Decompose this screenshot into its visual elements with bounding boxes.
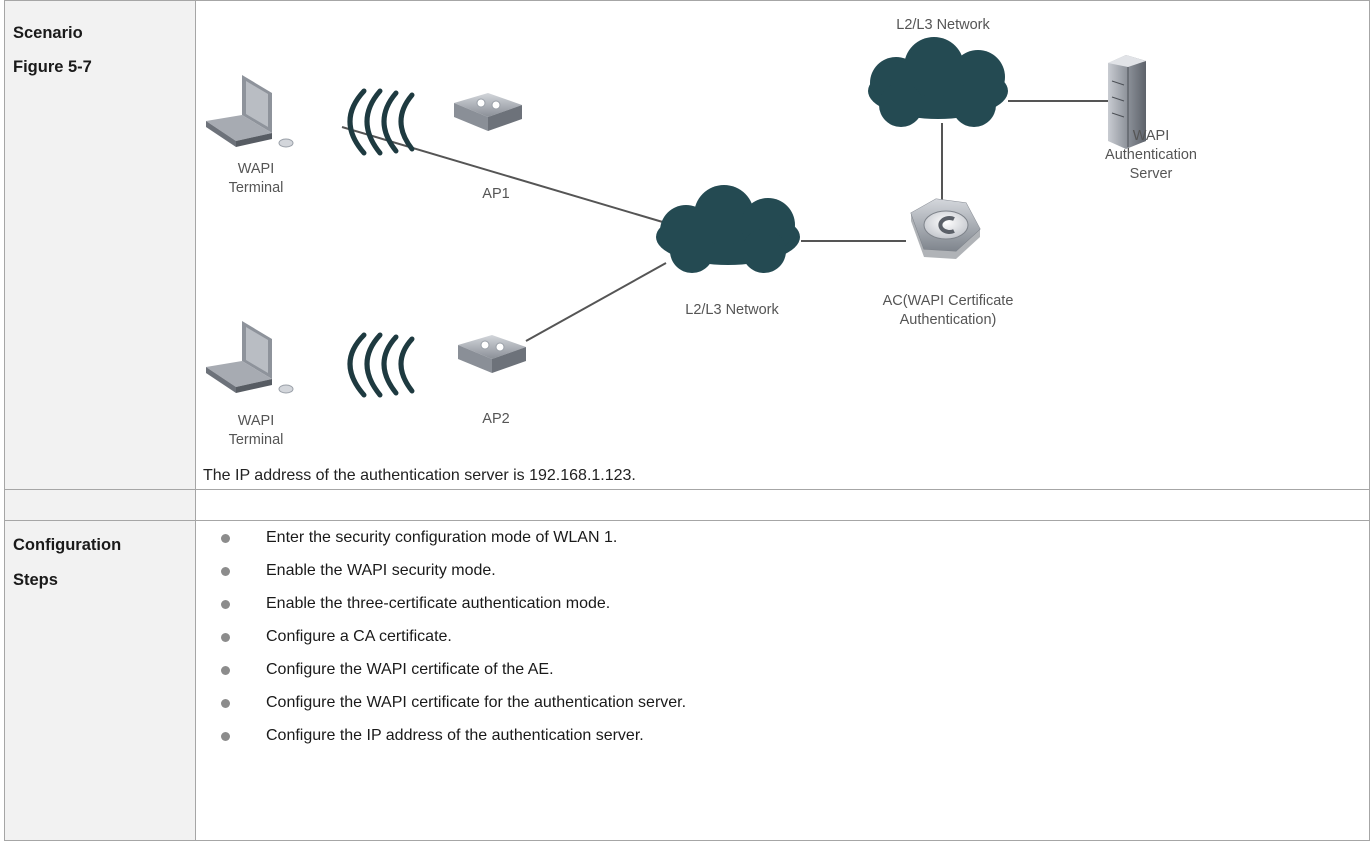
center-network-label: L2/L3 Network <box>685 302 779 318</box>
figure-cell: L2/L3 Network L2/L3 Network WAPI Authent… <box>195 0 1370 490</box>
center-network-cloud <box>656 185 800 273</box>
step-text: Enable the three-certificate authenticat… <box>266 595 611 612</box>
network-diagram: L2/L3 Network L2/L3 Network WAPI Authent… <box>196 1 1369 489</box>
ac-label-line: AC(WAPI Certificate <box>882 293 1014 309</box>
terminal-label-line: WAPI <box>237 413 275 429</box>
laptop-terminal-icon <box>206 321 294 394</box>
terminal-label-line: WAPI <box>237 161 275 177</box>
steps-label: Steps <box>13 571 58 589</box>
top-network-cloud <box>868 37 1008 127</box>
scenario-table: Scenario Figure 5-7 <box>4 0 1370 841</box>
step-text: Configure a CA certificate. <box>266 628 452 645</box>
step-text: Configure the WAPI certificate for the a… <box>266 694 687 711</box>
terminal-label-line: Terminal <box>228 432 284 448</box>
link-ap2-network <box>525 262 667 342</box>
empty-content-cell <box>195 489 1370 521</box>
server-label-line: Server <box>1129 166 1173 182</box>
empty-label-cell <box>4 489 196 521</box>
list-item: Enable the WAPI security mode. <box>196 554 1369 587</box>
ap1-label: AP1 <box>482 186 510 202</box>
config-label-cell: Configuration Steps <box>4 520 196 841</box>
server-label-line: Authentication <box>1105 147 1197 163</box>
ac-controller-icon <box>910 198 981 259</box>
link-ap1-network <box>341 126 667 224</box>
list-item: Configure the WAPI certificate of the AE… <box>196 653 1369 686</box>
connection-lines <box>341 100 1108 342</box>
list-item: Enter the security configuration mode of… <box>196 521 1369 554</box>
bullet-icon <box>221 699 230 708</box>
wireless-signal-icon <box>347 88 415 156</box>
scenario-label-cell: Scenario Figure 5-7 <box>4 0 196 490</box>
ac-label: AC(WAPI Certificate Authentication) <box>858 292 1038 330</box>
bullet-icon <box>221 732 230 741</box>
authentication-server-icon <box>1108 55 1146 149</box>
scenario-label: Scenario <box>13 24 83 42</box>
bullet-icon <box>221 567 230 576</box>
list-item: Configure the IP address of the authenti… <box>196 719 1369 752</box>
figure-label: Figure 5-7 <box>13 58 92 76</box>
step-text: Configure the WAPI certificate of the AE… <box>266 661 554 678</box>
step-text: Enter the security configuration mode of… <box>266 529 618 546</box>
steps-list: Enter the security configuration mode of… <box>196 521 1369 752</box>
figure-caption: The IP address of the authentication ser… <box>203 467 636 484</box>
top-network-label: L2/L3 Network <box>896 17 990 33</box>
list-item: Enable the three-certificate authenticat… <box>196 587 1369 620</box>
list-item: Configure a CA certificate. <box>196 620 1369 653</box>
terminal1-label: WAPI Terminal <box>216 160 296 198</box>
list-item: Configure the WAPI certificate for the a… <box>196 686 1369 719</box>
bullet-icon <box>221 534 230 543</box>
bullet-icon <box>221 600 230 609</box>
ap2-label: AP2 <box>482 411 510 427</box>
config-label: Configuration <box>13 536 122 554</box>
step-text: Configure the IP address of the authenti… <box>266 727 644 744</box>
terminal2-label: WAPI Terminal <box>216 412 296 450</box>
ac-label-line: Authentication) <box>899 312 997 328</box>
step-text: Enable the WAPI security mode. <box>266 562 496 579</box>
laptop-terminal-icon <box>206 75 294 148</box>
wireless-signal-icon <box>347 332 415 398</box>
ap1-device-icon <box>454 93 522 131</box>
bullet-icon <box>221 633 230 642</box>
bullet-icon <box>221 666 230 675</box>
steps-cell: Enter the security configuration mode of… <box>195 520 1370 841</box>
server-label-line: WAPI <box>1132 128 1170 144</box>
terminal-label-line: Terminal <box>228 180 284 196</box>
diagram-canvas <box>206 37 1146 398</box>
ap2-device-icon <box>458 335 526 373</box>
server-label: WAPI Authentication Server <box>1091 127 1211 184</box>
